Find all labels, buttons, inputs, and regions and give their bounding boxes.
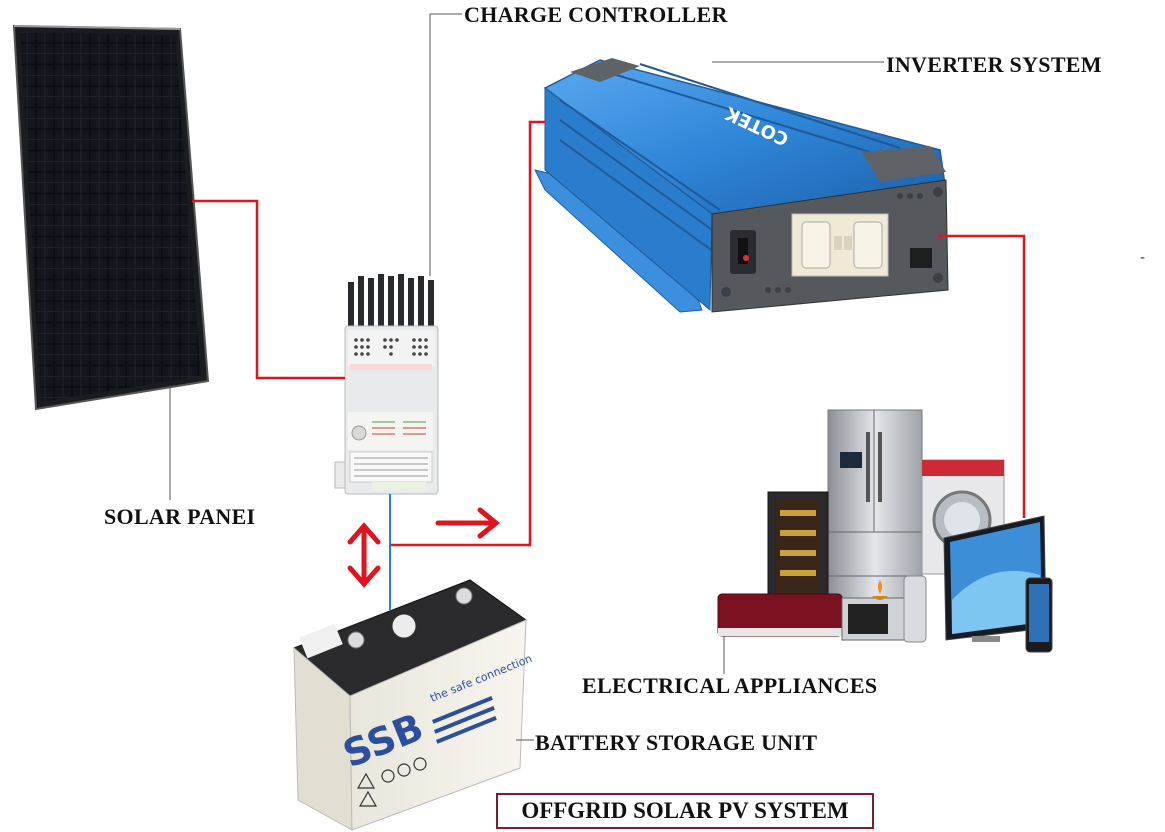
inverter-to-appliances-wire bbox=[938, 234, 1026, 518]
svg-text:-: - bbox=[1140, 250, 1145, 266]
panel-to-controller-wire bbox=[192, 199, 345, 380]
air-conditioner bbox=[717, 593, 843, 637]
electrical-appliances bbox=[717, 409, 1053, 653]
solar-panel-label: SOLAR PANEI bbox=[104, 504, 256, 529]
right-arrow-icon bbox=[435, 507, 500, 539]
wine-cooler bbox=[767, 491, 829, 609]
microwave bbox=[841, 597, 907, 641]
wiring bbox=[192, 120, 1026, 547]
kettle bbox=[903, 575, 927, 643]
controller-heatsink bbox=[348, 274, 434, 330]
inverter: COTEK bbox=[534, 58, 949, 313]
battery-storage-unit-label: BATTERY STORAGE UNIT bbox=[535, 730, 818, 755]
controller-to-inverter-wire bbox=[390, 120, 545, 547]
inverter-system-label: INVERTER SYSTEM bbox=[886, 52, 1102, 77]
charge-controller-label: CHARGE CONTROLLER bbox=[464, 2, 728, 27]
charge-controller bbox=[334, 274, 439, 495]
bidirectional-arrow-icon bbox=[347, 522, 381, 588]
diagram-title: OFFGRID SOLAR PV SYSTEM bbox=[496, 793, 874, 829]
television bbox=[943, 515, 1047, 642]
electrical-appliances-label: ELECTRICAL APPLIANCES bbox=[582, 673, 878, 698]
leader-lines bbox=[169, 13, 884, 741]
battery: SSB the safe connection bbox=[293, 579, 534, 831]
smartphone bbox=[1025, 577, 1053, 653]
diya-lamp bbox=[872, 580, 888, 600]
solar-panel bbox=[12, 24, 210, 411]
